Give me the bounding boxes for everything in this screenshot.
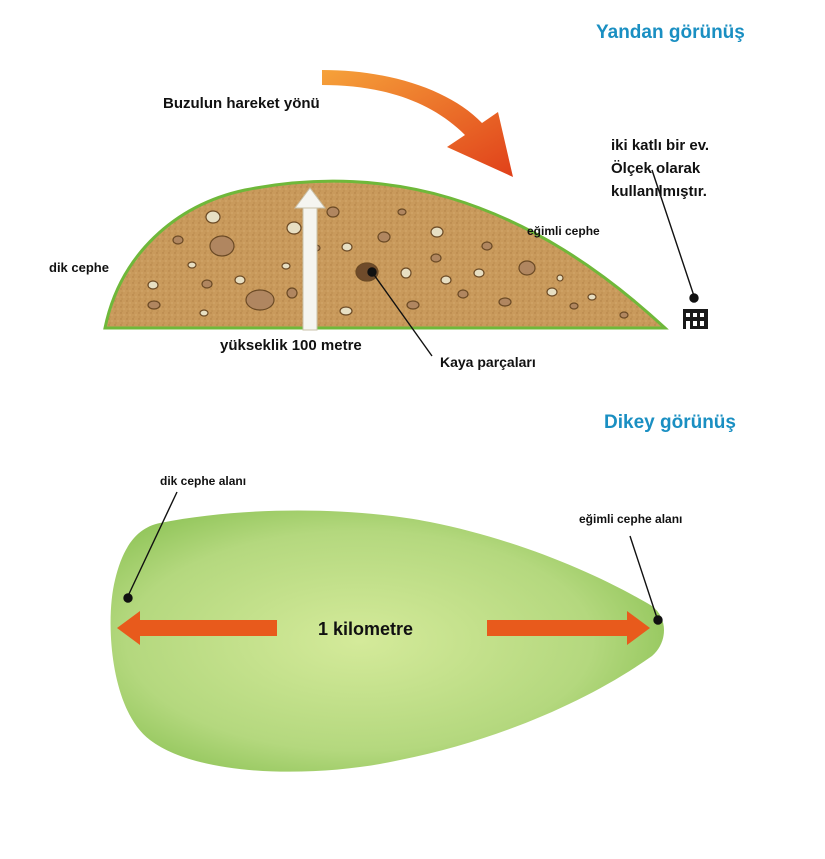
house-note-line-1: iki katlı bir ev. (611, 137, 710, 154)
length-double-arrow (117, 611, 650, 645)
curved-arrow-icon (322, 70, 513, 177)
rock-fragments (147, 206, 629, 319)
leader-lines-side (367, 169, 699, 357)
gentle-area-label: eğimli cephe alanı (579, 512, 683, 526)
house-icon (683, 309, 708, 329)
steep-area-label: dik cephe alanı (160, 474, 247, 488)
top-view-title: Dikey görünüş (604, 412, 736, 433)
height-label: yükseklik 100 metre (220, 337, 362, 354)
gentle-slope-label: eğimli cephe (527, 224, 600, 238)
drumlin-side-profile (103, 179, 669, 330)
up-arrow-icon (294, 187, 326, 331)
leader-lines-top (123, 491, 663, 625)
length-label: 1 kilometre (318, 619, 414, 639)
drumlin-top-outline (110, 510, 664, 772)
house-note-line-2: Ölçek olarak (611, 160, 701, 177)
side-view-title: Yandan görünüş (596, 22, 745, 43)
steep-face-label: dik cephe (49, 260, 109, 275)
house-note-line-3: kullanılmıştır. (611, 183, 707, 200)
movement-direction-label: Buzulun hareket yönü (163, 95, 320, 112)
rock-fragments-label: Kaya parçaları (440, 354, 536, 370)
house-scale-note: iki katlı bir ev. Ölçek olarak kullanılm… (611, 134, 709, 203)
